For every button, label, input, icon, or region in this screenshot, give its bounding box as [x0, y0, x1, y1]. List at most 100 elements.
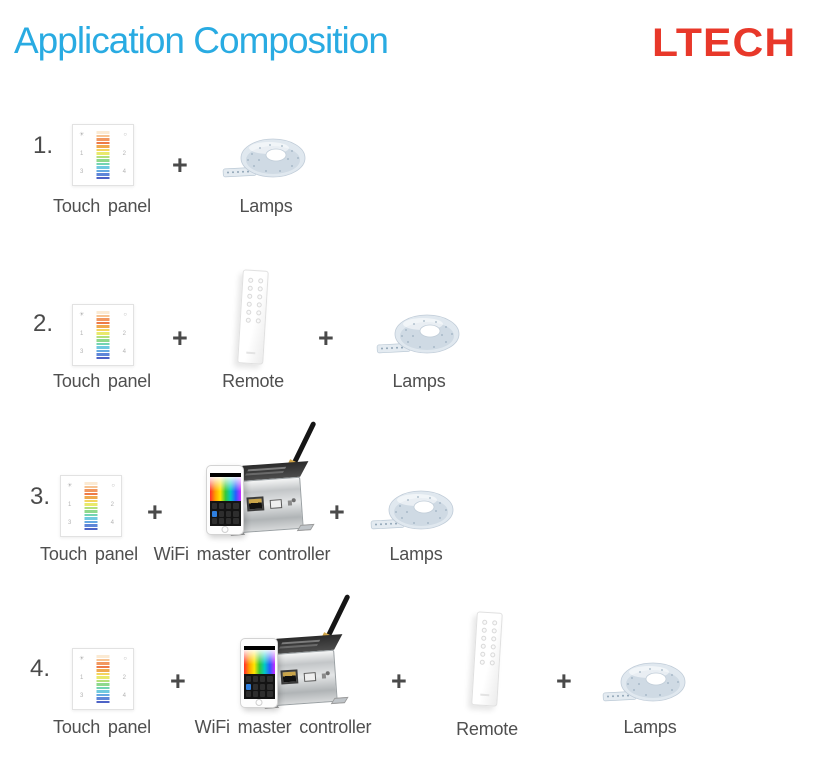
strip-segment	[84, 482, 98, 485]
strip-segment	[96, 314, 110, 317]
remote-button-dot	[479, 659, 485, 665]
remote-button-dot	[256, 294, 262, 300]
remote-icon	[470, 611, 504, 708]
strip-segment	[96, 697, 110, 700]
item-label-lamps: Lamps	[392, 371, 446, 391]
plus-separator: +	[172, 150, 188, 180]
panel-glyph-icon: 2	[122, 151, 126, 157]
phone-key	[211, 518, 218, 524]
item-label-remote: Remote	[222, 371, 284, 391]
strip-segment	[96, 321, 110, 324]
phone-statusbar	[209, 473, 241, 477]
panel-glyph-icon: 1	[80, 675, 84, 681]
remote-button-dot	[479, 651, 485, 657]
strip-segment	[96, 141, 110, 144]
remote-button-dot	[489, 652, 495, 658]
remote-button-dot	[246, 293, 252, 299]
strip-segment	[96, 173, 110, 176]
remote-button-dot	[480, 643, 486, 649]
lamps-icon	[222, 136, 307, 184]
home-button-icon	[221, 525, 229, 533]
panel-glyph-icon: 4	[110, 520, 114, 526]
strip-segment	[96, 662, 110, 665]
strip-segment	[96, 690, 110, 693]
strip-segment	[96, 679, 110, 682]
remote-button-dot	[247, 285, 253, 291]
lamps-icon	[370, 488, 455, 536]
phone-key	[252, 683, 259, 690]
ltech-logo: LTECH	[652, 20, 797, 65]
plus-separator: +	[391, 666, 407, 696]
phone-key	[225, 503, 232, 509]
item-label-wifi-master-controller: WiFi master controller	[194, 717, 372, 737]
strip-segment	[96, 342, 110, 345]
strip-segment	[84, 499, 98, 502]
item-label-lamps: Lamps	[389, 544, 443, 564]
panel-glyph-icon: 1	[80, 331, 84, 337]
remote-button-dot	[489, 660, 495, 666]
panel-glyph-icon: 4	[122, 349, 126, 355]
touch-panel-icon: ☀ ○ 1 2 3 4	[60, 475, 122, 537]
usb-port-icon	[303, 672, 317, 682]
item-label-touch-panel: Touch panel	[53, 371, 151, 391]
panel-glyph-icon: 3	[80, 349, 84, 355]
strip-segment	[96, 332, 110, 335]
row-number: 3.	[30, 483, 51, 510]
plus-separator: +	[172, 323, 188, 353]
strip-segment	[96, 655, 110, 658]
panel-glyph-icon: 2	[110, 502, 114, 508]
phone-key	[259, 691, 266, 697]
item-label-lamps: Lamps	[623, 717, 677, 737]
strip-segment	[84, 520, 98, 523]
phone-key	[232, 518, 239, 524]
item-label-lamps: Lamps	[239, 196, 293, 216]
mount-flange	[330, 696, 349, 705]
remote-icon	[236, 269, 270, 366]
strip-segment	[96, 328, 110, 331]
strip-segment	[96, 686, 110, 689]
remote-button-dot	[481, 627, 487, 633]
color-picker-screen	[209, 477, 241, 501]
strip-segment	[96, 148, 110, 151]
strip-segment	[96, 676, 110, 679]
lamps-icon	[376, 312, 461, 360]
strip-segment	[84, 496, 98, 499]
touch-panel-icon: ☀ ○ 1 2 3 4	[72, 304, 134, 366]
panel-glyph-icon: 3	[80, 693, 84, 699]
strip-segment	[84, 517, 98, 520]
color-picker-screen	[243, 650, 275, 674]
phone-keys	[243, 674, 275, 699]
strip-segment	[84, 513, 98, 516]
strip-segment	[84, 485, 98, 488]
remote-button-dot	[257, 278, 263, 284]
phone-key	[225, 510, 232, 517]
phone-key	[252, 676, 259, 682]
remote-button-dot	[490, 644, 496, 650]
panel-glyph-icon: 3	[80, 169, 84, 175]
phone-key	[232, 510, 239, 517]
panel-glyph-icon: ☀	[79, 312, 85, 318]
remote-button-dot	[247, 277, 253, 283]
wifi-master-controller-icon	[228, 593, 351, 709]
phone-key	[211, 510, 218, 517]
strip-segment	[84, 510, 98, 513]
phone-key	[245, 691, 252, 697]
phone-key	[259, 676, 266, 682]
remote-button-dot	[245, 317, 251, 323]
strip-segment	[96, 169, 110, 172]
strip-segment	[96, 145, 110, 148]
panel-glyph-icon: ○	[123, 132, 127, 138]
panel-glyph-icon: ○	[123, 312, 127, 318]
touch-panel-strip	[96, 131, 110, 179]
mount-flange	[296, 523, 315, 532]
plus-separator: +	[147, 497, 163, 527]
panel-glyph-icon: ☀	[67, 483, 73, 489]
panel-glyph-icon: 1	[80, 151, 84, 157]
strip-segment	[96, 683, 110, 686]
strip-segment	[96, 311, 110, 314]
plus-separator: +	[170, 666, 186, 696]
touch-panel-strip	[84, 482, 98, 530]
phone-key	[266, 676, 273, 682]
phone-key	[266, 691, 273, 697]
phone-key	[252, 691, 259, 697]
